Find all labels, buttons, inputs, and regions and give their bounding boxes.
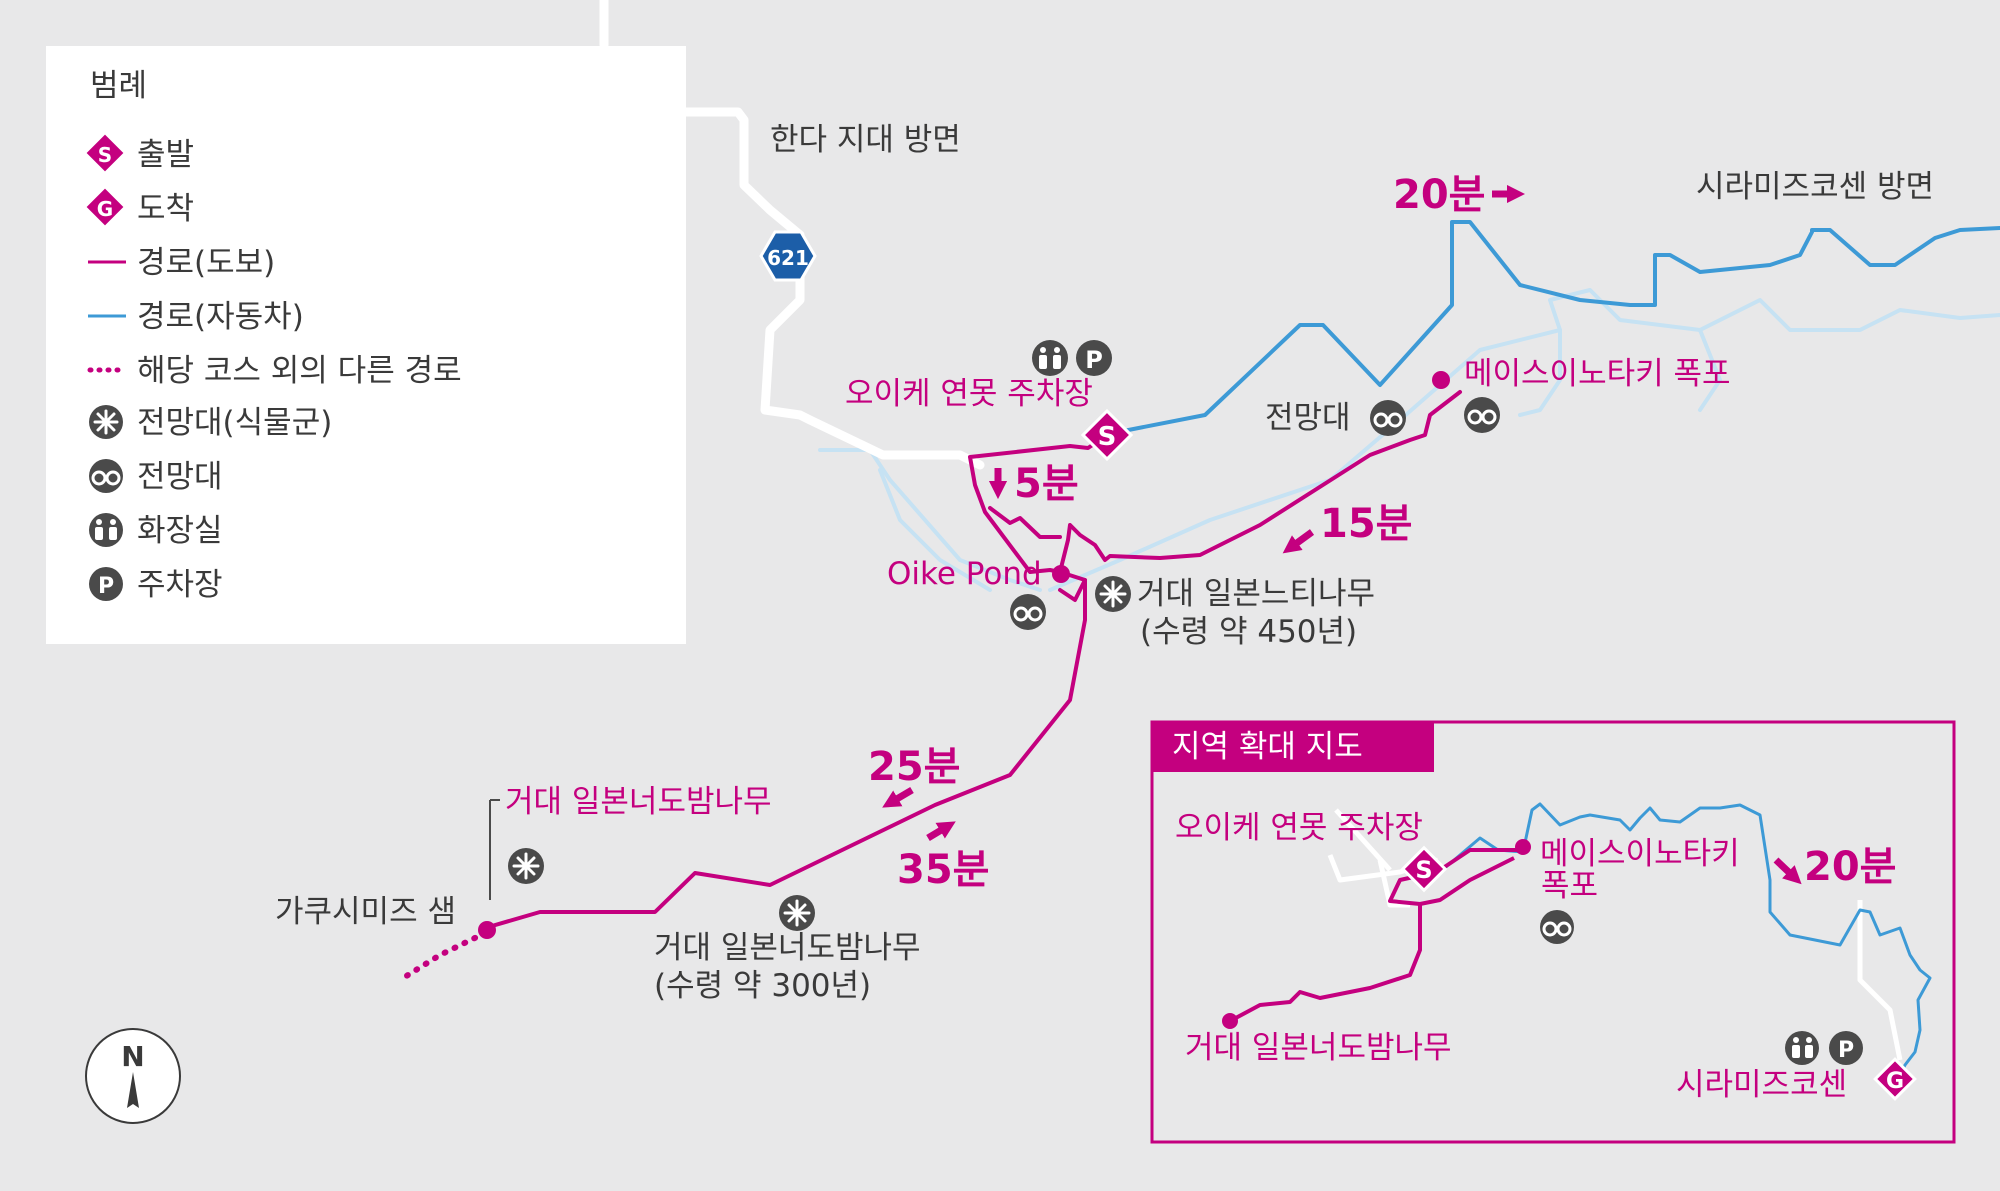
waterfall-label: 메이스이노타키 폭포 (1464, 356, 1731, 392)
arrow-down-left-icon (1282, 529, 1315, 554)
walk-time-5: 5분 (1014, 461, 1079, 507)
oike-parking-label: 오이케 연못 주차장 (845, 376, 1093, 412)
compass-icon: N (85, 1028, 181, 1124)
keyaki-label: 거대 일본느티나무 (1137, 576, 1375, 612)
svg-text:S: S (98, 143, 112, 167)
inset-oike-parking-label: 오이케 연못 주차장 (1175, 810, 1423, 846)
svg-text:전망대: 전망대 (137, 459, 223, 495)
chestnut-bottom-label: 거대 일본너도밤나무 (654, 930, 921, 966)
oike-pond-label: Oike Pond (887, 556, 1042, 592)
svg-text:P: P (98, 574, 114, 599)
observatory-label: 전망대 (1265, 400, 1351, 436)
legend-item-plant-observatory: 전망대(식물군) (89, 405, 332, 441)
legend-item-car-route: 경로(자동차) (88, 299, 304, 335)
observatory-plant-icon (779, 895, 815, 931)
walk-time-15: 15분 (1320, 501, 1412, 547)
svg-text:N: N (121, 1040, 144, 1073)
inset-shiramizu-label: 시라미즈코센 (1676, 1067, 1847, 1103)
car-route (1106, 220, 2000, 436)
toilet-icon (1032, 340, 1068, 376)
svg-text:화장실: 화장실 (137, 513, 223, 549)
legend-item-goal: G 도착 (86, 188, 194, 227)
svg-text:주차장: 주차장 (137, 567, 223, 603)
svg-text:경로(도보): 경로(도보) (137, 245, 275, 281)
kakushimizu-point (478, 921, 496, 939)
binoculars-icon (1010, 594, 1046, 630)
shiramizu-direction-label: 시라미즈코센 방면 (1696, 169, 1934, 205)
svg-text:경로(자동차): 경로(자동차) (137, 299, 304, 335)
keyaki-age-label: (수령 약 450년) (1140, 614, 1357, 650)
other-route-dotted (397, 930, 488, 983)
legend-item-parking: P 주차장 (89, 567, 223, 603)
svg-text:S: S (1098, 422, 1117, 452)
inset-title: 지역 확대 지도 (1172, 729, 1363, 765)
binoculars-icon (1540, 910, 1574, 944)
svg-text:전망대(식물군): 전망대(식물군) (137, 405, 332, 441)
observatory-plant-icon (1095, 576, 1131, 612)
svg-text:G: G (1886, 1069, 1904, 1094)
chestnut-age-label: (수령 약 300년) (654, 968, 871, 1004)
arrow-down-right-icon (1773, 857, 1802, 885)
chestnut-top-label: 거대 일본너도밤나무 (505, 784, 772, 820)
arrow-down-left-icon (882, 786, 914, 808)
start-marker: S (1080, 408, 1134, 462)
oike-pond-point (1052, 565, 1070, 583)
legend-item-observatory: 전망대 (89, 459, 223, 495)
waterfall-point (1432, 371, 1450, 389)
route-number: 621 (767, 246, 809, 270)
legend-item-other-route: 해당 코스 외의 다른 경로 (87, 353, 462, 389)
roads (599, 0, 985, 470)
walk-time-35: 35분 (897, 847, 989, 893)
walking-route (483, 390, 1462, 930)
route-621-badge: 621 (759, 230, 817, 282)
svg-text:도착: 도착 (137, 191, 194, 227)
svg-text:G: G (97, 197, 113, 221)
svg-text:P: P (1085, 346, 1103, 374)
legend-item-start: S 출발 (86, 134, 194, 173)
svg-text:해당 코스 외의 다른 경로: 해당 코스 외의 다른 경로 (137, 353, 462, 389)
binoculars-icon (1464, 397, 1500, 433)
legend-item-walk-route: 경로(도보) (88, 245, 275, 281)
binoculars-icon (1370, 400, 1406, 436)
walk-time-25: 25분 (868, 744, 960, 790)
svg-text:P: P (1838, 1038, 1854, 1063)
parking-icon: P (1829, 1031, 1863, 1065)
inset-waterfall-label-1: 메이스이노타키 (1540, 836, 1740, 872)
arrow-up-right-icon (926, 821, 956, 842)
legend-title: 범례 (90, 68, 147, 104)
toilet-icon (1785, 1031, 1819, 1065)
legend: 범례 S 출발 G 도착 경로(도보) 경로(자동차) 해당 코스 외의 다른 … (46, 46, 686, 644)
kakushimizu-label: 가쿠시미즈 샘 (275, 894, 456, 930)
svg-text:출발: 출발 (137, 137, 194, 173)
inset-goal-marker: G (1873, 1057, 1917, 1101)
parking-icon: P (1076, 340, 1112, 376)
inset-chestnut-label: 거대 일본너도밤나무 (1185, 1030, 1452, 1066)
car-time-20: 20분 (1393, 172, 1485, 218)
inset-waterfall-label-2: 폭포 (1541, 868, 1598, 904)
inset-start-marker: S (1400, 845, 1448, 893)
handa-direction-label: 한다 지대 방면 (770, 122, 961, 158)
svg-text:S: S (1415, 856, 1432, 884)
inset-map: 지역 확대 지도 S G P (1150, 720, 1956, 1144)
inset-time-20: 20분 (1804, 844, 1896, 890)
water-streams (818, 288, 2000, 592)
observatory-plant-icon (508, 848, 544, 884)
legend-item-toilet: 화장실 (89, 513, 223, 549)
